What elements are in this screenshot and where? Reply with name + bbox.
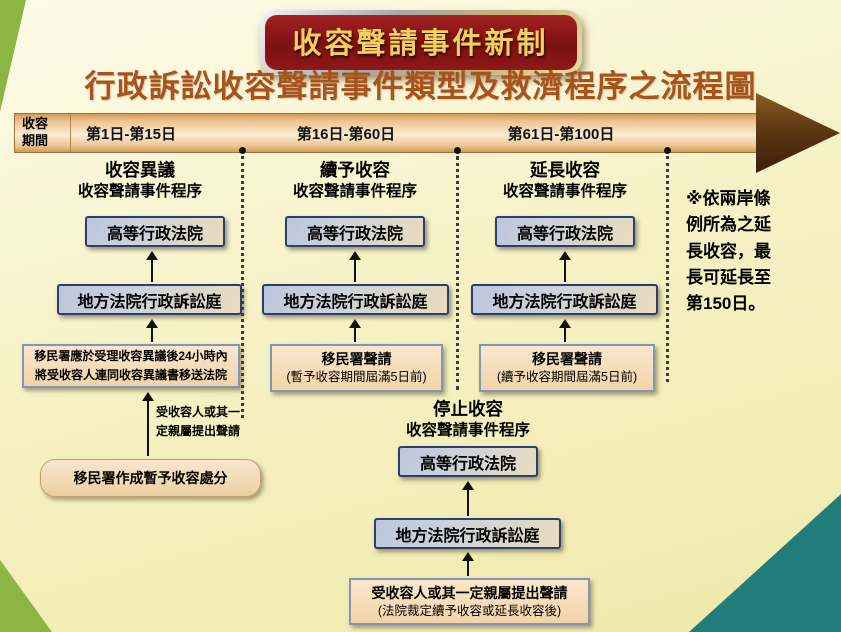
column1-petition-box: 移民署應於受理收容異議後24小時內 將受收容人連同收容異議書移送法院	[22, 344, 240, 388]
side-note: ※依兩岸條例所為之延長收容，最長可延長至第150日。	[686, 189, 771, 314]
flow-arrow-up-icon	[146, 319, 158, 342]
column2-subtitle: 收容聲請事件程序	[292, 182, 417, 200]
column1-petition-line2: 將受收容人連同收容異議書移送法院	[34, 368, 227, 382]
stop-petition-box: 受收容人或其一定親屬提出聲請 (法院裁定續予收容或延長收容後)	[349, 578, 590, 625]
flow-arrow-up-icon	[559, 251, 571, 282]
column1-header: 收容異議 收容聲請事件程序	[45, 159, 235, 203]
timeline-dot	[454, 147, 461, 154]
flow-arrow-up-icon	[146, 251, 158, 282]
column1-title: 收容異議	[105, 160, 175, 180]
timeline-label-line1: 收容	[22, 116, 49, 132]
column3-petition-line2: (續予收容期間屆滿5日前)	[496, 370, 638, 385]
corner-decoration-bottom-left	[0, 560, 52, 632]
stop-section-title: 停止收容	[433, 399, 503, 419]
stop-petition-line2: (法院裁定續予收容或延長收容後)	[377, 603, 562, 618]
column1-district-court-box: 地方法院行政訴訟庭	[57, 284, 242, 315]
column2-title: 續予收容	[320, 160, 390, 180]
column1-high-court-box: 高等行政法院	[85, 216, 225, 247]
column2-high-court-box: 高等行政法院	[285, 216, 425, 247]
timeline-segment-1: 第1日-第15日	[85, 125, 177, 143]
timeline-label-line2: 期間	[22, 133, 49, 148]
flow-arrow-up-icon	[349, 319, 361, 342]
column3-header: 延長收容 收容聲請事件程序	[465, 159, 665, 203]
column1-arrow-label-line1: 受收容人或其一	[156, 405, 241, 419]
stop-high-court-box: 高等行政法院	[398, 446, 538, 477]
timeline-segment-3: 第61日-第100日	[507, 125, 615, 143]
column1-arrow-label: 受收容人或其一 定親屬提出聲請	[156, 403, 248, 441]
column1-origin-box: 移民署作成暫予收容處分	[40, 459, 261, 497]
column3-district-court-box: 地方法院行政訴訟庭	[471, 284, 658, 315]
column2-district-court-box: 地方法院行政訴訟庭	[262, 284, 449, 315]
stop-district-court-box: 地方法院行政訴訟庭	[374, 518, 561, 549]
column1-arrow-label-line2: 定親屬提出聲請	[156, 424, 241, 439]
column3-title: 延長收容	[530, 160, 600, 180]
banner-title: 收容聲請事件新制	[292, 28, 549, 60]
column2-petition-line1: 移民署聲請	[321, 351, 392, 368]
dashed-separator-1	[241, 156, 244, 418]
stop-petition-line1: 受收容人或其一定親屬提出聲請	[371, 584, 568, 601]
flow-arrow-up-icon	[349, 251, 361, 282]
column2-header: 續予收容 收容聲請事件程序	[255, 159, 455, 203]
column3-subtitle: 收容聲請事件程序	[502, 182, 627, 200]
page-title: 行政訴訟收容聲請事件類型及救濟程序之流程圖	[84, 69, 757, 104]
title-banner: 收容聲請事件新制	[259, 10, 582, 75]
column3-petition-line1: 移民署聲請	[532, 351, 602, 368]
timeline-label: 收容 期間	[15, 114, 71, 152]
timeline-dot	[239, 147, 246, 154]
dashed-separator-3	[666, 156, 669, 382]
stop-section-subtitle: 收容聲請事件程序	[405, 421, 530, 439]
column2-petition-box: 移民署聲請 (暫予收容期間屆滿5日前)	[270, 344, 443, 392]
title-banner-plate: 收容聲請事件新制	[264, 15, 577, 70]
timeline-segment-2: 第16日-第60日	[296, 125, 396, 143]
flow-arrow-up-icon	[142, 392, 154, 456]
flow-arrow-up-icon	[462, 481, 474, 516]
timeline-arrowhead-icon	[756, 93, 840, 173]
flow-arrow-up-icon	[559, 319, 571, 342]
stop-section-header: 停止收容 收容聲請事件程序	[368, 398, 568, 442]
flow-arrow-up-icon	[462, 552, 474, 576]
timeline-bar: 收容 期間 第1日-第15日 第16日-第60日 第61日-第100日	[14, 113, 762, 153]
column2-petition-line2: (暫予收容期間屆滿5日前)	[286, 370, 427, 385]
column1-subtitle: 收容聲請事件程序	[77, 182, 202, 200]
timeline-dot	[664, 147, 671, 154]
column3-high-court-box: 高等行政法院	[495, 216, 635, 247]
column3-petition-box: 移民署聲請 (續予收容期間屆滿5日前)	[479, 344, 655, 392]
dashed-separator-2	[456, 156, 459, 390]
column1-petition-line1: 移民署應於受理收容異議後24小時內	[34, 349, 228, 364]
corner-decoration-bottom-right	[689, 494, 841, 632]
